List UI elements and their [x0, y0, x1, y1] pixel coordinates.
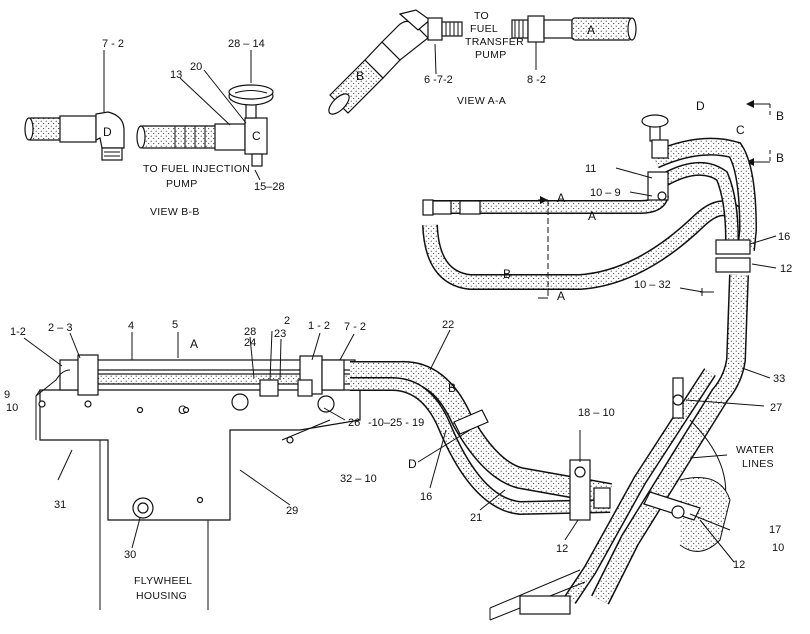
callout-16-right: 16 [778, 231, 790, 243]
view-bb-detail [24, 50, 274, 181]
callout-27: 27 [770, 402, 782, 414]
caption-view-bb: VIEW B-B [150, 206, 200, 218]
callout-15-28: 15–28 [254, 181, 285, 193]
section-a-upper: A [557, 191, 565, 205]
caption-injection-line1: TO FUEL INJECTION [143, 163, 250, 175]
caption-transfer-line3: TRANSFER [465, 36, 524, 48]
upper-right-loop [422, 114, 758, 290]
caption-transfer-line2: FUEL [470, 23, 498, 35]
injection-line-fitting [136, 84, 274, 167]
caption-view-aa: VIEW A-A [457, 95, 506, 107]
caption-injection-line2: PUMP [166, 178, 198, 190]
callout-24: 24 [244, 337, 256, 349]
callout-12-lower: 12 [556, 543, 568, 555]
callout-20: 20 [190, 61, 202, 73]
callout-9: 9 [4, 389, 10, 401]
callout-29: 29 [286, 505, 298, 517]
callout-30: 30 [124, 549, 136, 561]
section-b-lower: B [776, 151, 784, 165]
letter-d-right: D [696, 99, 705, 113]
callout-7-2-bb: 7 - 2 [102, 38, 124, 50]
view-aa-detail [328, 9, 637, 115]
elbow-d-fitting [24, 111, 125, 161]
letter-c-right: C [736, 123, 745, 137]
letter-c-tube: C [178, 403, 187, 417]
main-down-pipes [489, 274, 749, 621]
callout-23: 23 [274, 328, 286, 340]
callout-31: 31 [54, 499, 66, 511]
callout-7-2-mid: 7 - 2 [344, 321, 366, 333]
caption-flywheel-line2: HOUSING [136, 590, 187, 602]
caption-transfer-line1: TO [474, 10, 489, 22]
callout-22: 22 [442, 319, 454, 331]
callout-4: 4 [128, 320, 134, 332]
callout-12-bottom: 12 [733, 559, 745, 571]
lower-s-hoses [350, 360, 612, 521]
letter-a-tube: A [190, 337, 198, 351]
callout-1-2-mid: 1 - 2 [308, 320, 330, 332]
callout-5: 5 [172, 319, 178, 331]
letter-d-hose: D [408, 457, 417, 471]
letter-d-bb: D [103, 125, 112, 139]
callout-6-7-2: 6 -7-2 [424, 74, 453, 86]
callout-numbers: 7 - 2 28 – 14 20 13 15–28 6 -7-2 8 -2 11… [4, 38, 792, 571]
callout-28: 28 [244, 326, 256, 338]
transfer-elbow-b [328, 9, 463, 115]
leader-lines [23, 167, 777, 563]
section-b-upper: B [776, 109, 784, 123]
section-bb-marker [746, 100, 771, 166]
letter-a-loop: A [588, 209, 596, 223]
section-aa-marker [538, 196, 549, 299]
callout-10-25-19: -10–25 - 19 [368, 417, 424, 429]
callout-10-32: 10 – 32 [634, 279, 671, 291]
callout-17: 17 [769, 524, 781, 536]
engine-block-assembly [35, 354, 361, 610]
caption-water-line1: WATER [736, 444, 774, 456]
callout-2: 2 [284, 315, 290, 327]
letter-b-hose: B [448, 381, 456, 395]
callout-1-2-left: 1-2 [10, 326, 26, 338]
letter-a-aa: A [587, 23, 595, 37]
callout-8-2: 8 -2 [527, 74, 546, 86]
section-a-lower: A [557, 289, 565, 303]
callout-2-3: 2 – 3 [48, 322, 72, 334]
letter-b-loop: B [503, 267, 511, 281]
callout-12-right: 12 [780, 263, 792, 275]
caption-flywheel-line1: FLYWHEEL [134, 575, 192, 587]
callout-16-lower: 16 [420, 491, 432, 503]
callout-10-right: 10 [772, 542, 784, 554]
part-letters: D C B A D C B B A A B A A C B D [103, 23, 784, 471]
callout-18-10: 18 – 10 [578, 407, 615, 419]
callout-10-left: 10 [6, 402, 18, 414]
callout-21: 21 [470, 512, 482, 524]
callout-10-9: 10 – 9 [590, 187, 621, 199]
callout-32-10: 32 – 10 [340, 473, 377, 485]
transfer-line-a [511, 15, 637, 43]
letter-b-aa: B [356, 69, 364, 83]
captions: TO FUEL INJECTION PUMP VIEW B-B TO FUEL … [134, 10, 774, 602]
callout-26: 26 [348, 417, 360, 429]
letter-c-bb: C [252, 129, 261, 143]
caption-transfer-line4: PUMP [475, 49, 507, 61]
caption-water-line2: LINES [742, 458, 774, 470]
callout-33: 33 [773, 373, 785, 385]
callout-28-14: 28 – 14 [228, 38, 265, 50]
callout-13: 13 [170, 69, 182, 81]
callout-11: 11 [585, 163, 596, 175]
